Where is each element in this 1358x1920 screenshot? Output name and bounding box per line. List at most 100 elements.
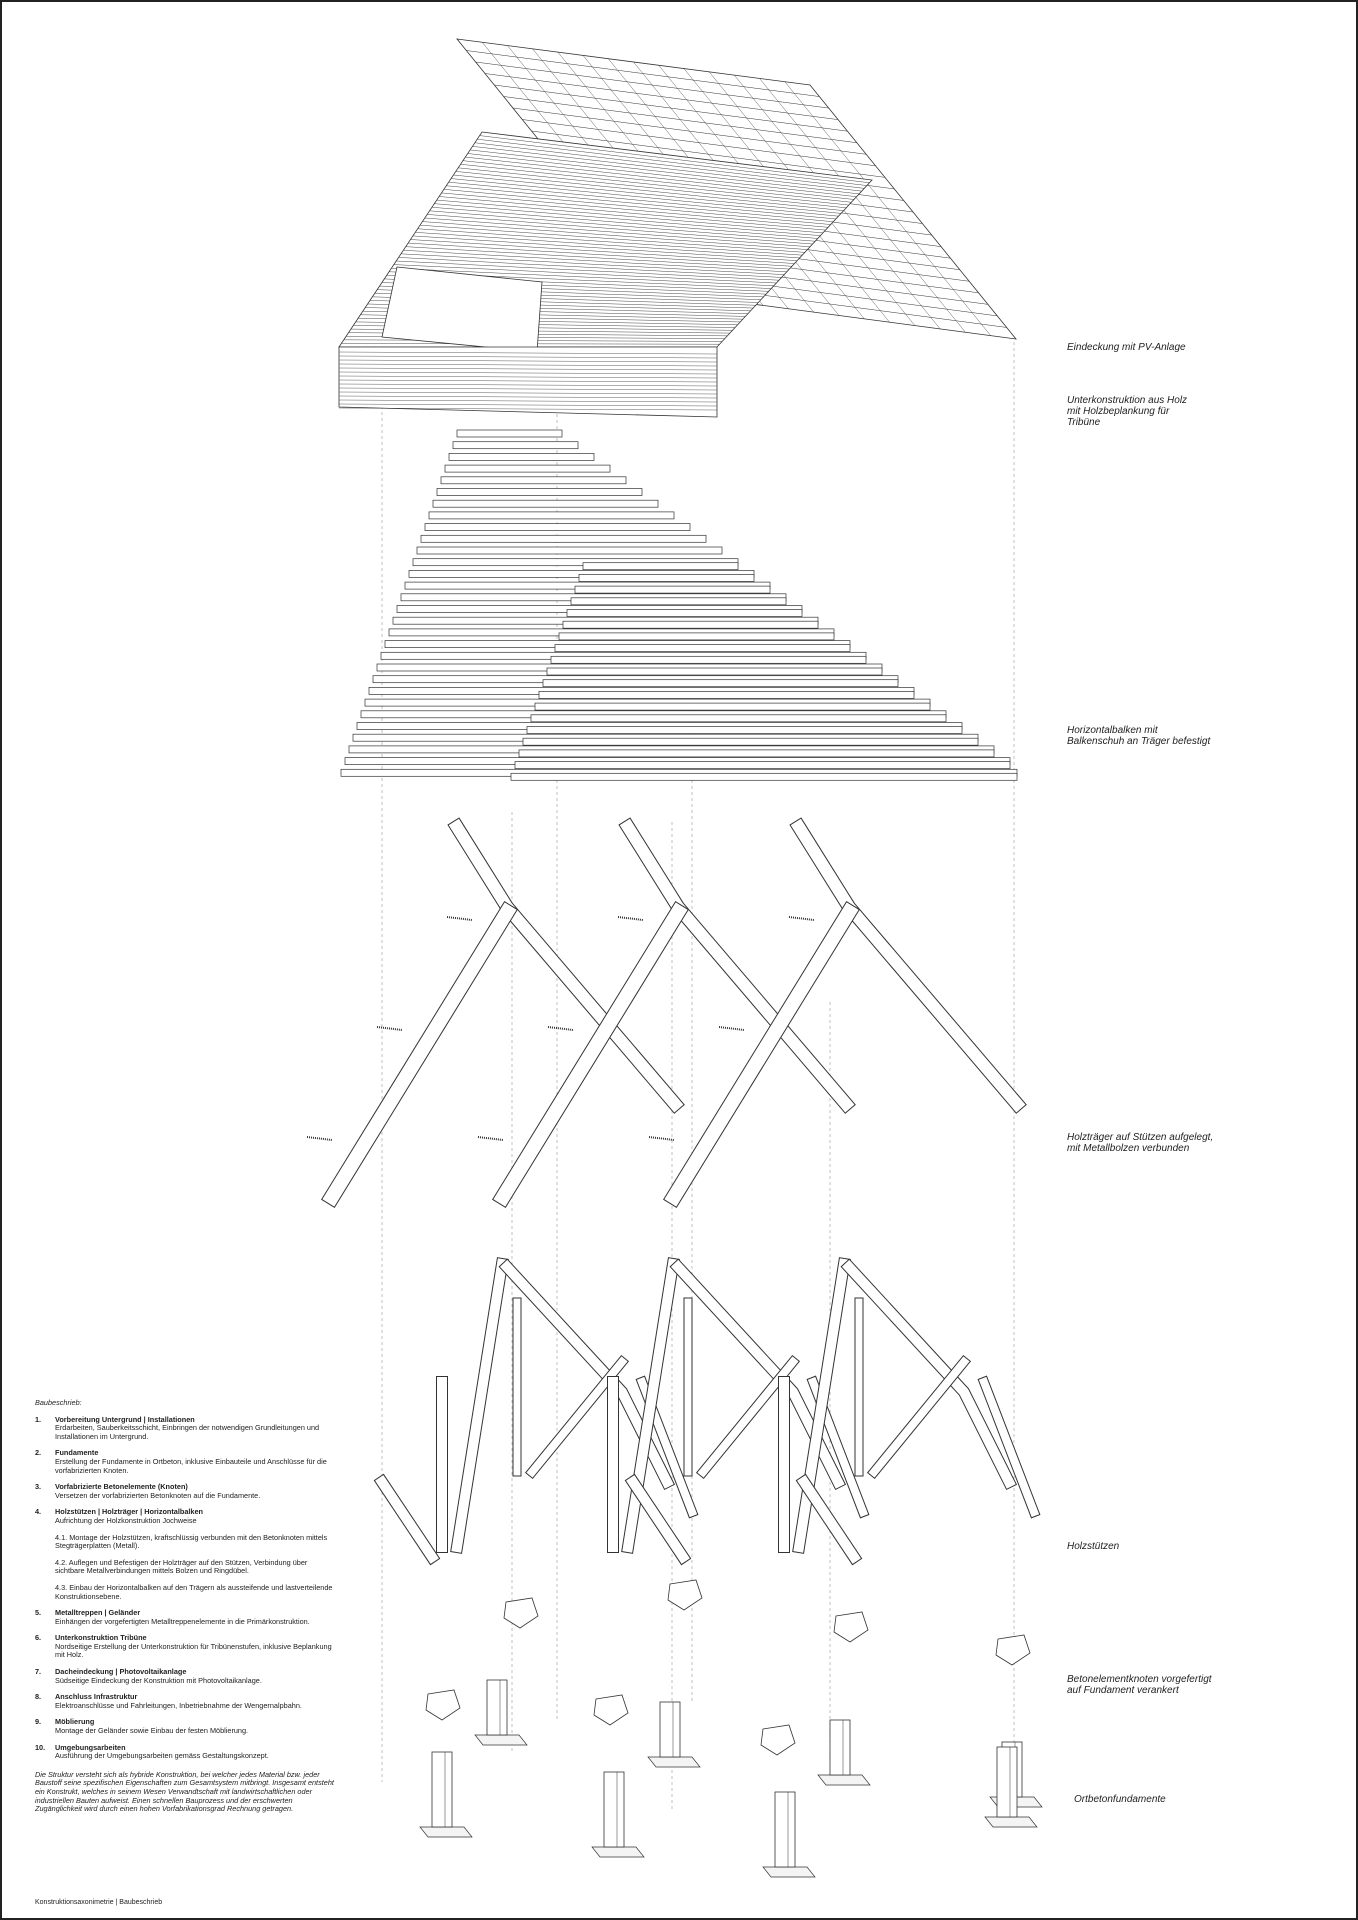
item-body: Vorbereitung Untergrund | Installationen… bbox=[55, 1415, 335, 1442]
bolt-detail bbox=[376, 1026, 403, 1031]
item-subtext: 4.2. Auflegen und Befestigen der Holzträ… bbox=[55, 1557, 308, 1576]
description-item: 9. Möblierung Montage der Geländer sowie… bbox=[35, 1718, 335, 1735]
tribune-slat-line bbox=[398, 257, 782, 278]
roof-edge-line bbox=[338, 359, 718, 363]
column-foundation bbox=[774, 1791, 796, 1868]
bolt-detail bbox=[718, 1026, 745, 1031]
horizontal-beam bbox=[456, 429, 563, 438]
horizontal-beam bbox=[530, 714, 947, 723]
footer-caption: Konstruktionsaxonimetrie | Baubeschrieb bbox=[35, 1899, 163, 1906]
item-number: 2. bbox=[35, 1448, 42, 1458]
horizontal-beam bbox=[416, 546, 723, 555]
item-number: 9. bbox=[35, 1717, 42, 1727]
item-text: Erdarbeiten, Sauberkeitsschicht, Einbrin… bbox=[55, 1423, 320, 1441]
timber-column-fill bbox=[499, 1259, 674, 1489]
item-title: Metalltreppen | Geländer bbox=[55, 1608, 141, 1618]
horizontal-beam bbox=[424, 523, 691, 531]
concrete-node bbox=[760, 1724, 796, 1756]
concrete-node bbox=[503, 1597, 539, 1629]
description-item: 7. Dacheindeckung | Photovoltaikanlage S… bbox=[35, 1667, 335, 1685]
timber-column-fill bbox=[793, 1258, 850, 1553]
item-number: 10. bbox=[35, 1742, 46, 1752]
bolt-detail bbox=[446, 916, 473, 921]
horizontal-beam bbox=[432, 499, 659, 508]
tribune-slat-line bbox=[427, 214, 813, 245]
description-item: 10. Umgebungsarbeiten Ausführung der Umg… bbox=[35, 1742, 335, 1761]
item-subtext: 4.3. Einbau der Horizontalbalken auf den… bbox=[55, 1582, 333, 1601]
column-foundation bbox=[431, 1751, 453, 1828]
item-body: Metalltreppen | Geländer Einhängen der v… bbox=[55, 1608, 310, 1626]
description-item: 6. Unterkonstruktion Tribüne Nordseitige… bbox=[35, 1634, 335, 1660]
item-text: Aufrichtung der Holzkonstruktion Jochwei… bbox=[55, 1515, 197, 1525]
tribune-slat-line bbox=[408, 242, 792, 267]
item-title: Holzstützen | Holzträger | Horizontalbal… bbox=[55, 1507, 204, 1517]
horizontal-beam bbox=[522, 737, 979, 746]
timber-girder-fill bbox=[493, 902, 688, 1207]
column-foundation-footing bbox=[984, 1816, 1038, 1828]
concrete-node bbox=[425, 1689, 461, 1721]
tribune-slat-line bbox=[439, 196, 826, 231]
horizontal-beam bbox=[526, 726, 963, 734]
tribune-slat-line bbox=[415, 232, 800, 259]
horizontal-beam bbox=[534, 702, 931, 711]
timber-column-fill bbox=[622, 1258, 679, 1553]
pv-panel-line bbox=[784, 81, 991, 336]
bolt-detail bbox=[617, 916, 644, 921]
item-body: Anschluss Infrastruktur Elektroanschlüss… bbox=[55, 1693, 302, 1710]
horizontal-beam bbox=[550, 655, 867, 664]
item-text: Erstellung der Fundamente in Ortbeton, i… bbox=[55, 1456, 327, 1475]
horizontal-beam bbox=[554, 644, 851, 652]
label-nodes: Betonelementknoten vorgefertigt auf Fund… bbox=[1067, 1674, 1212, 1696]
tribune-slat-line bbox=[462, 160, 852, 203]
item-title: Unterkonstruktion Tribüne bbox=[55, 1633, 147, 1643]
roof-edge-line bbox=[338, 391, 718, 395]
tribune-slat-line bbox=[391, 267, 774, 286]
column-foundation-footing bbox=[419, 1826, 473, 1838]
roof-edge-line bbox=[338, 351, 718, 355]
column-foundation-small-footing bbox=[647, 1756, 701, 1768]
label-columns: Holzstützen bbox=[1067, 1541, 1120, 1552]
horizontal-beam bbox=[428, 511, 675, 520]
horizontal-beam bbox=[440, 476, 627, 485]
description-item: 2. Fundamente Erstellung der Fundamente … bbox=[35, 1449, 335, 1475]
horizontal-beam bbox=[448, 453, 595, 461]
tribune-slat-line bbox=[400, 253, 785, 275]
tribune-slat-line bbox=[474, 142, 865, 189]
concrete-node bbox=[593, 1694, 629, 1726]
item-number: 6. bbox=[35, 1633, 42, 1643]
item-body: Vorfabrizierte Betonelemente (Knoten) Ve… bbox=[55, 1483, 260, 1500]
timber-column-fill bbox=[451, 1258, 508, 1553]
description-item: 3. Vorfabrizierte Betonelemente (Knoten)… bbox=[35, 1482, 335, 1500]
label-substructure: Unterkonstruktion aus Holz mit Holzbepla… bbox=[1067, 395, 1188, 428]
roof-edge-line bbox=[338, 407, 718, 411]
horizontal-beam bbox=[444, 464, 611, 473]
roof-edge-line bbox=[338, 367, 718, 371]
roof-edge-line bbox=[338, 371, 718, 375]
tribune-slat-line bbox=[450, 178, 839, 217]
item-number: 5. bbox=[35, 1608, 42, 1618]
item-number: 1. bbox=[35, 1414, 42, 1424]
tribune-slat-line bbox=[412, 235, 798, 261]
concrete-node bbox=[667, 1579, 703, 1611]
horizontal-beam bbox=[570, 597, 787, 606]
tribune-slat-line bbox=[465, 156, 854, 200]
horizontal-beam bbox=[546, 667, 883, 676]
horizontal-beam bbox=[558, 632, 835, 641]
item-text: Elektroanschlüsse und Fahrleitungen, Inb… bbox=[55, 1700, 302, 1710]
item-title: Möblierung bbox=[55, 1717, 95, 1727]
tribune-slat-line bbox=[393, 264, 777, 284]
item-title: Anschluss Infrastruktur bbox=[55, 1692, 138, 1702]
description-closing: Die Struktur versteht sich als hybride K… bbox=[35, 1769, 334, 1814]
horizontal-beam bbox=[566, 609, 803, 617]
tribune-slat-line bbox=[422, 221, 808, 250]
construction-description: Baubeschrieb: 1. Vorbereitung Untergrund… bbox=[35, 1398, 335, 1814]
horizontal-beam bbox=[436, 488, 643, 496]
item-subtext: 4.1. Montage der Holzstützen, kraftschlü… bbox=[55, 1532, 328, 1551]
tribune-slat-line bbox=[448, 181, 836, 220]
item-body: Holzstützen | Holzträger | Horizontalbal… bbox=[55, 1508, 335, 1601]
tribune-slat-line bbox=[446, 185, 834, 222]
column-foundation-footing bbox=[591, 1846, 645, 1858]
roof-edge-line bbox=[338, 363, 718, 367]
label-beams: Horizontalbalken mit Balkenschuh an Träg… bbox=[1067, 725, 1211, 747]
